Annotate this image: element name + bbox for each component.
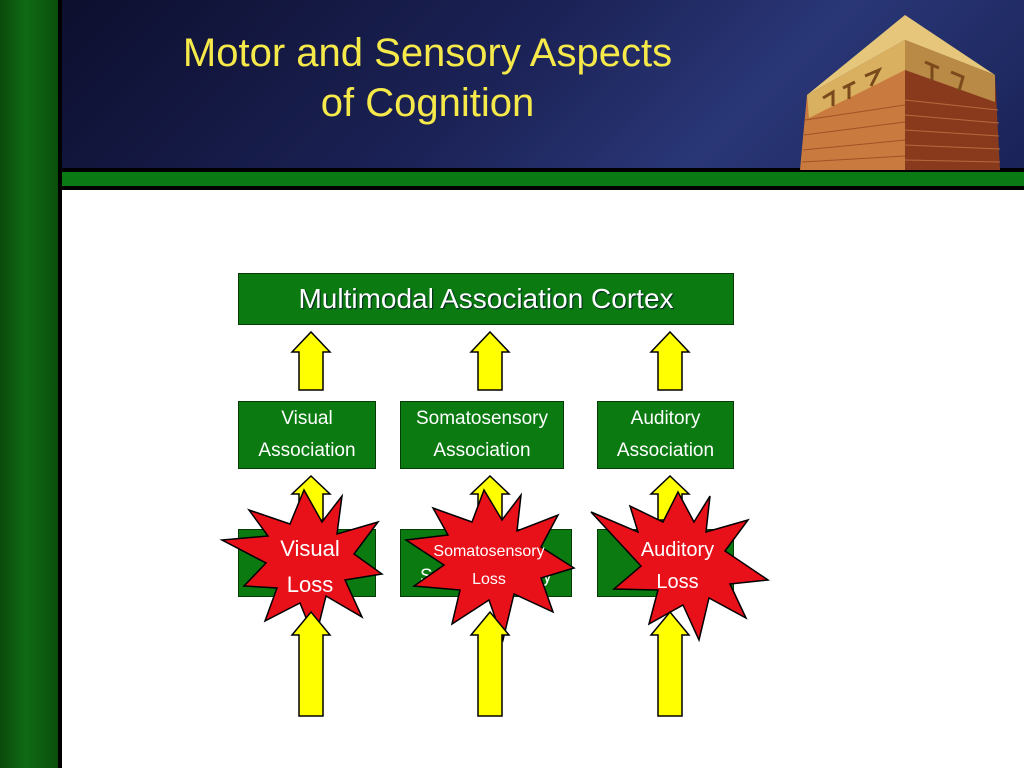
visual-loss-star	[219, 488, 384, 643]
visual-association-box: Visual Association	[238, 401, 376, 469]
building-tower-image	[800, 15, 1001, 170]
somatosensory-loss-star	[403, 488, 576, 643]
arrow-soma-lower	[469, 610, 511, 717]
visual-loss-label: Visual Loss	[270, 531, 350, 603]
auditory-loss-line2: Loss	[656, 571, 699, 593]
header-stripe	[62, 170, 1024, 190]
auditory-loss-line1: Auditory	[640, 539, 715, 561]
auditory-association-box: Auditory Association	[597, 401, 734, 469]
auditory-loss-star	[590, 490, 771, 643]
arrow-aud-lower	[649, 610, 691, 717]
arrow-visual-lower	[290, 610, 332, 717]
somatosensory-loss-line2: Loss	[472, 571, 506, 588]
visual-loss-line1: Visual	[280, 536, 340, 561]
somatosensory-loss-label: Somatosensory Loss	[414, 538, 564, 594]
left-decor-bar	[0, 0, 62, 768]
visual-association-line2: Association	[258, 440, 356, 461]
visual-loss-line2: Loss	[286, 572, 334, 597]
auditory-association-line2: Association	[616, 440, 715, 461]
somatosensory-association-box: Somatosensory Association	[400, 401, 564, 469]
auditory-loss-label: Auditory Loss	[620, 534, 735, 598]
arrow-aud-upper	[649, 330, 691, 391]
arrow-soma-upper	[469, 330, 511, 391]
somatosensory-association-line2: Association	[433, 440, 531, 461]
multimodal-label: Multimodal Association Cortex	[298, 283, 674, 314]
somatosensory-association-line1: Somatosensory	[415, 408, 548, 429]
somatosensory-loss-line1: Somatosensory	[433, 543, 545, 560]
arrow-visual-upper	[290, 330, 332, 391]
auditory-association-line1: Auditory	[630, 408, 701, 429]
slide-title: Motor and Sensory Aspects of Cognition	[100, 28, 755, 128]
multimodal-association-box: Multimodal Association Cortex	[238, 273, 734, 325]
title-line-2: of Cognition	[320, 81, 535, 125]
title-line-1: Motor and Sensory Aspects	[182, 31, 673, 75]
visual-association-line1: Visual	[281, 408, 333, 429]
